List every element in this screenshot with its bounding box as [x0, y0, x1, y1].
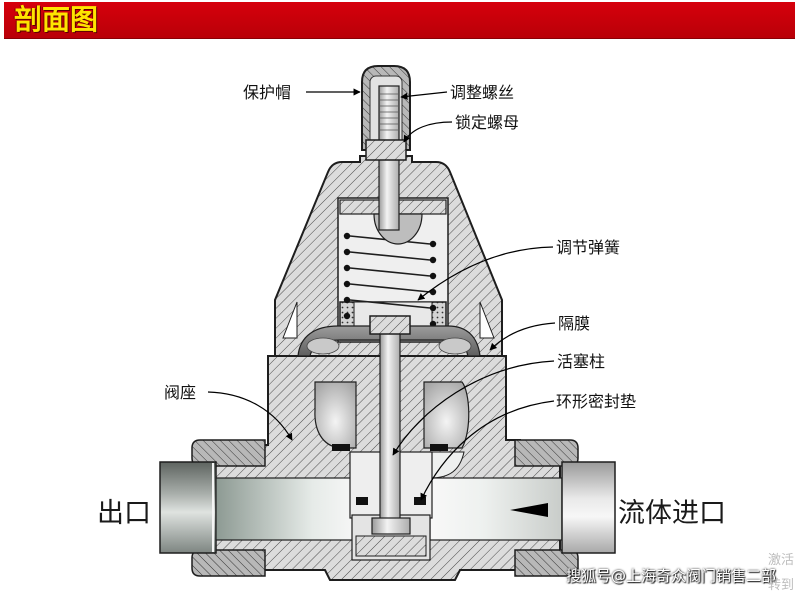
spring-wire-dot	[343, 296, 351, 304]
spring-coil	[349, 267, 431, 277]
spring-coil	[349, 251, 431, 261]
os-activation-overlay-line-2: 转到	[768, 578, 795, 593]
seat-seal-right	[430, 444, 448, 451]
piston-bottom-nut	[371, 517, 411, 535]
spring-wire-dot	[343, 248, 351, 256]
source-watermark: 搜狐号@上海奇众阀门销售二部	[566, 567, 777, 585]
spring-coil	[349, 283, 431, 293]
piston-stem	[379, 331, 401, 533]
outlet-passage	[215, 477, 355, 541]
diaphragm-bulge-left	[306, 337, 340, 355]
inlet-riser-passage	[429, 451, 465, 479]
piston-stem-nut	[369, 315, 411, 335]
seat-seal-left	[332, 444, 350, 451]
leader-piston-stem	[392, 360, 555, 456]
spring-wire-dot	[343, 264, 351, 272]
label-adjusting-screw: 调整螺丝	[450, 83, 514, 102]
left-inner-cavity	[314, 381, 357, 449]
lock-nut	[365, 139, 407, 161]
spring-wire-dot	[429, 304, 437, 312]
leader-adjusting-spring	[417, 246, 554, 301]
spring-wire-dot	[429, 240, 437, 248]
spring-wire-dot	[343, 232, 351, 240]
label-protective-cap: 保护帽	[243, 83, 291, 102]
spring-wire-dot	[343, 312, 351, 320]
flow-direction-arrow	[510, 503, 548, 517]
page-title: 剖面图	[14, 3, 99, 36]
spring-wire-dot	[429, 256, 437, 264]
label-lock-nut: 锁定螺母	[455, 113, 519, 132]
label-outlet: 出口	[97, 498, 151, 529]
ring-gasket-left	[356, 497, 368, 505]
title-bar: 剖面图	[4, 2, 795, 39]
os-activation-overlay-line-1: 激活	[768, 553, 795, 568]
leader-adjusting-screw	[400, 91, 448, 100]
spring-coil	[349, 299, 431, 309]
leader-valve-seat	[207, 391, 293, 441]
ring-gasket-right	[414, 497, 426, 505]
piston-plate	[355, 535, 427, 557]
spring-wire-dot	[343, 280, 351, 288]
outlet-union-nut-bottom	[191, 549, 266, 577]
bonnet-lip-left	[282, 301, 298, 339]
inlet-pipe	[561, 461, 616, 554]
diaphragm-bulge-right	[438, 337, 472, 355]
bonnet-lip-right	[479, 301, 495, 339]
label-ring-gasket: 环形密封垫	[556, 392, 636, 411]
leader-ring-gasket	[420, 400, 555, 501]
label-valve-seat: 阀座	[164, 383, 196, 402]
label-adjusting-spring: 调节弹簧	[556, 238, 620, 257]
label-inlet: 流体进口	[618, 498, 726, 529]
label-piston-stem: 活塞柱	[557, 352, 605, 371]
right-inner-cavity	[423, 381, 470, 449]
label-diaphragm: 隔膜	[558, 314, 590, 333]
spring-wire-dot	[429, 272, 437, 280]
leader-lock-nut	[403, 121, 453, 143]
adjusting-screw-threads	[380, 93, 398, 131]
leader-diaphragm	[489, 322, 556, 351]
outlet-pipe	[159, 461, 217, 554]
